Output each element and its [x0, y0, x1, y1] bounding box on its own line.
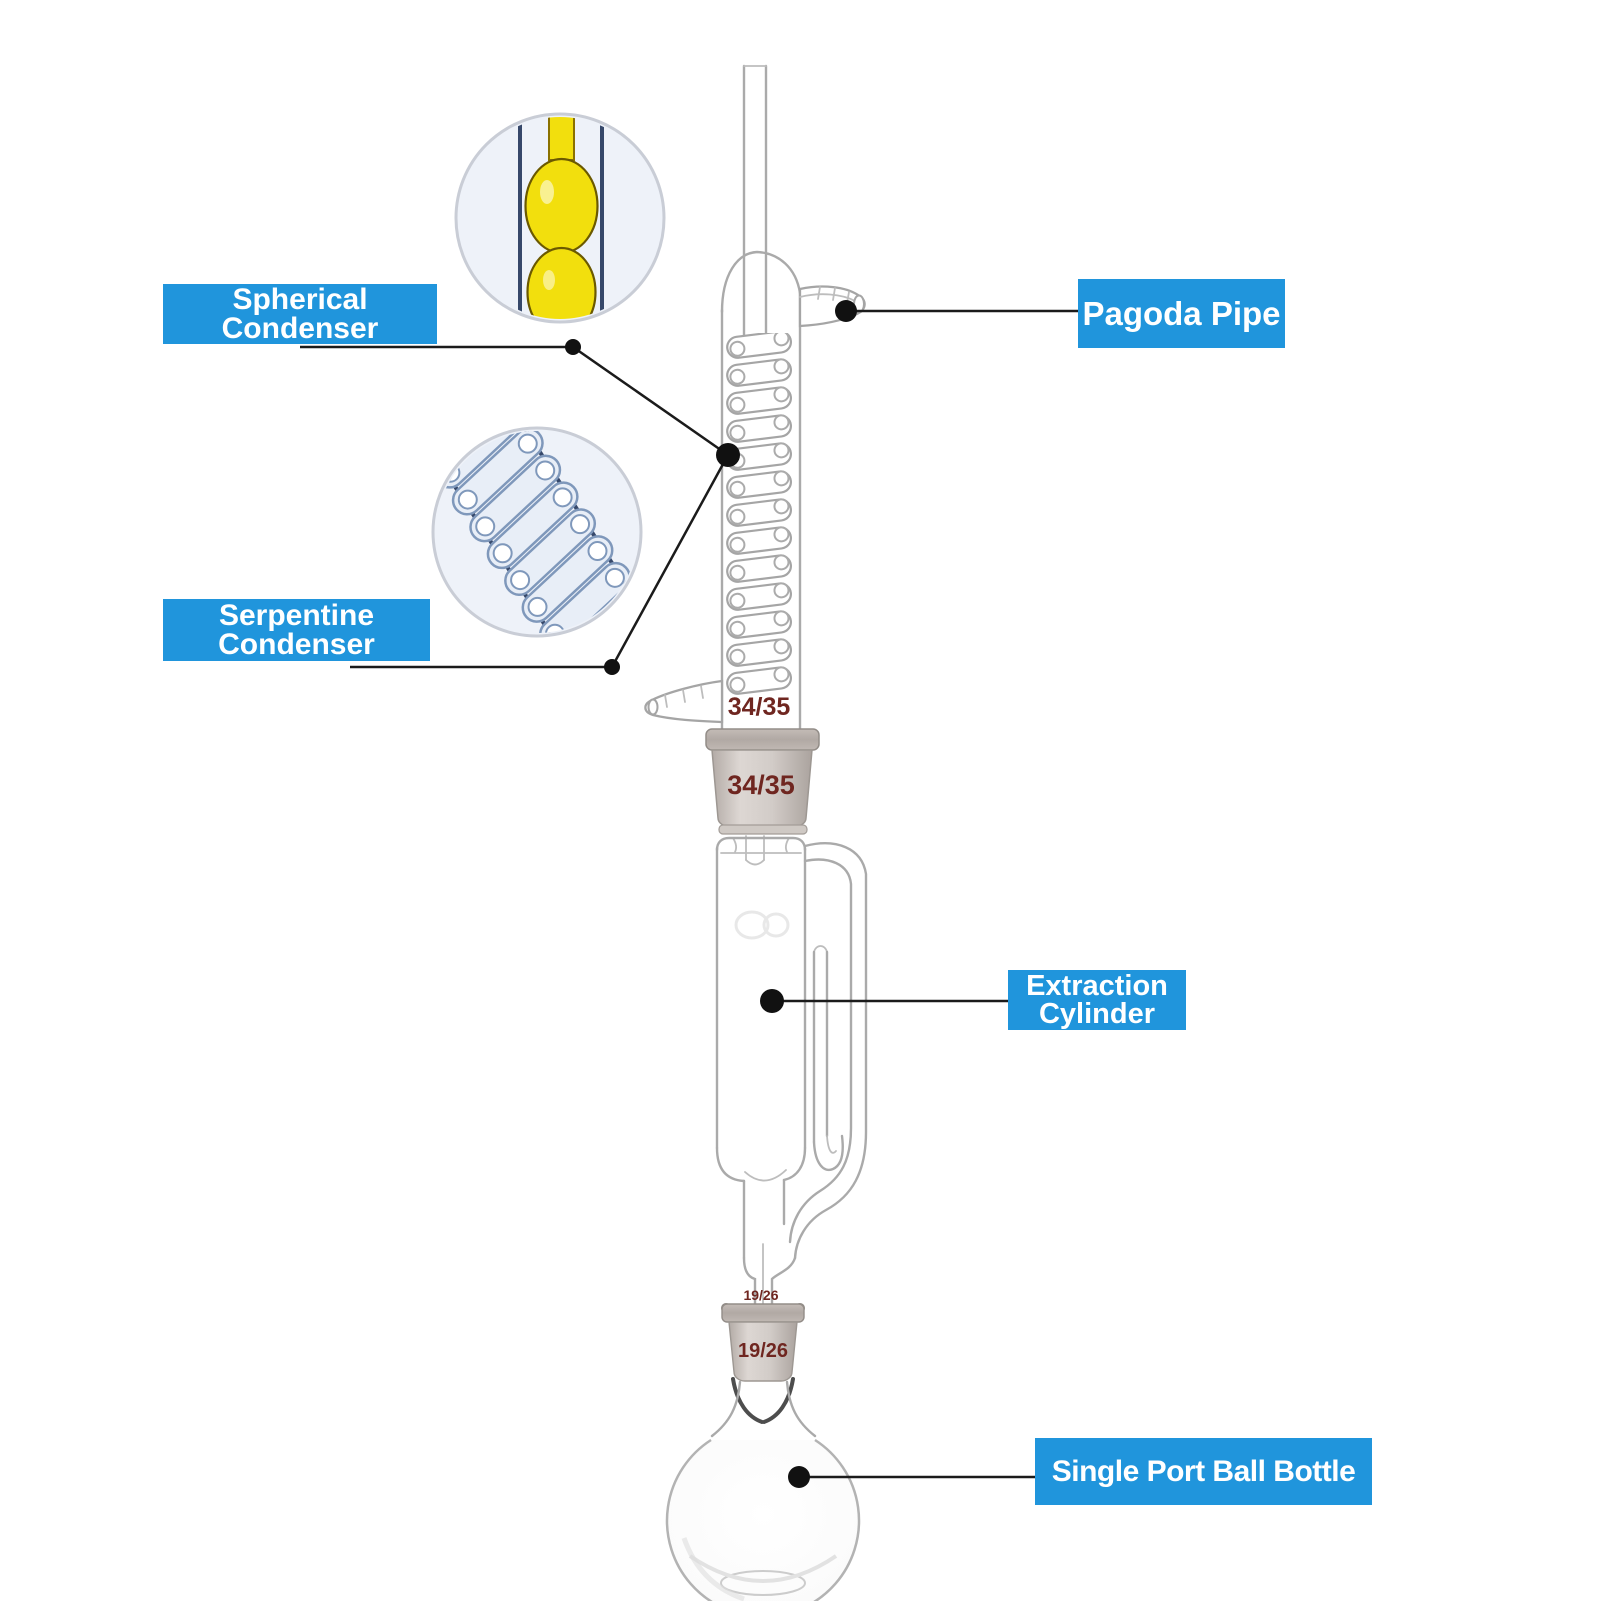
condenser-joint-marking: 34/35	[727, 770, 795, 800]
condenser-body	[720, 250, 802, 732]
condenser-coil	[724, 333, 794, 697]
label-line: Condenser	[218, 628, 375, 661]
condenser-top-tube	[742, 64, 768, 340]
label-pagoda-pipe: Pagoda Pipe	[1078, 279, 1285, 348]
extractor-joint-marking: 19/26	[738, 1340, 788, 1362]
label-line: Extraction	[1026, 970, 1168, 1002]
label-spherical-condenser: Spherical Condenser	[163, 284, 437, 344]
callout-dot	[716, 443, 740, 467]
extraction-cylinder-body	[715, 836, 807, 1183]
callout-dot	[835, 300, 857, 322]
label-line: Pagoda Pipe	[1082, 294, 1281, 332]
label-line: Cylinder	[1038, 998, 1156, 1030]
callout-lines	[300, 300, 1078, 1488]
label-serpentine-condenser: Serpentine Condenser	[163, 599, 430, 661]
label-line: Serpentine	[218, 599, 375, 632]
yellow-bulb-chain	[524, 117, 599, 319]
callout-dot	[604, 659, 620, 675]
callout-dot	[760, 989, 784, 1013]
label-line: Single Port Ball Bottle	[1051, 1454, 1356, 1488]
siphon-tube	[812, 945, 844, 1172]
label-line: Spherical	[232, 283, 368, 316]
vapor-bypass-tube	[788, 842, 868, 1260]
label-extraction-cylinder: Extraction Cylinder	[1008, 970, 1186, 1030]
callout-dot	[788, 1466, 810, 1488]
serpentine-condenser-inset	[431, 426, 643, 638]
label-single-port-ball-bottle: Single Port Ball Bottle	[1035, 1438, 1372, 1505]
extractor-outlet-marking: 19/26	[743, 1287, 778, 1303]
condenser-tube-marking: 34/35	[728, 693, 791, 721]
water-inlet-barb	[644, 679, 724, 724]
callout-dot	[565, 339, 581, 355]
condenser-drip-tip	[732, 835, 790, 866]
joint-19-26: 19/26	[721, 1303, 805, 1424]
spherical-condenser-inset	[454, 112, 666, 324]
joint-34-35: 34/35	[705, 728, 820, 835]
label-line: Condenser	[221, 312, 379, 345]
extractor-outlet-neck	[742, 1178, 797, 1308]
coil-spring	[436, 431, 631, 633]
ball-flask	[665, 1380, 861, 1601]
